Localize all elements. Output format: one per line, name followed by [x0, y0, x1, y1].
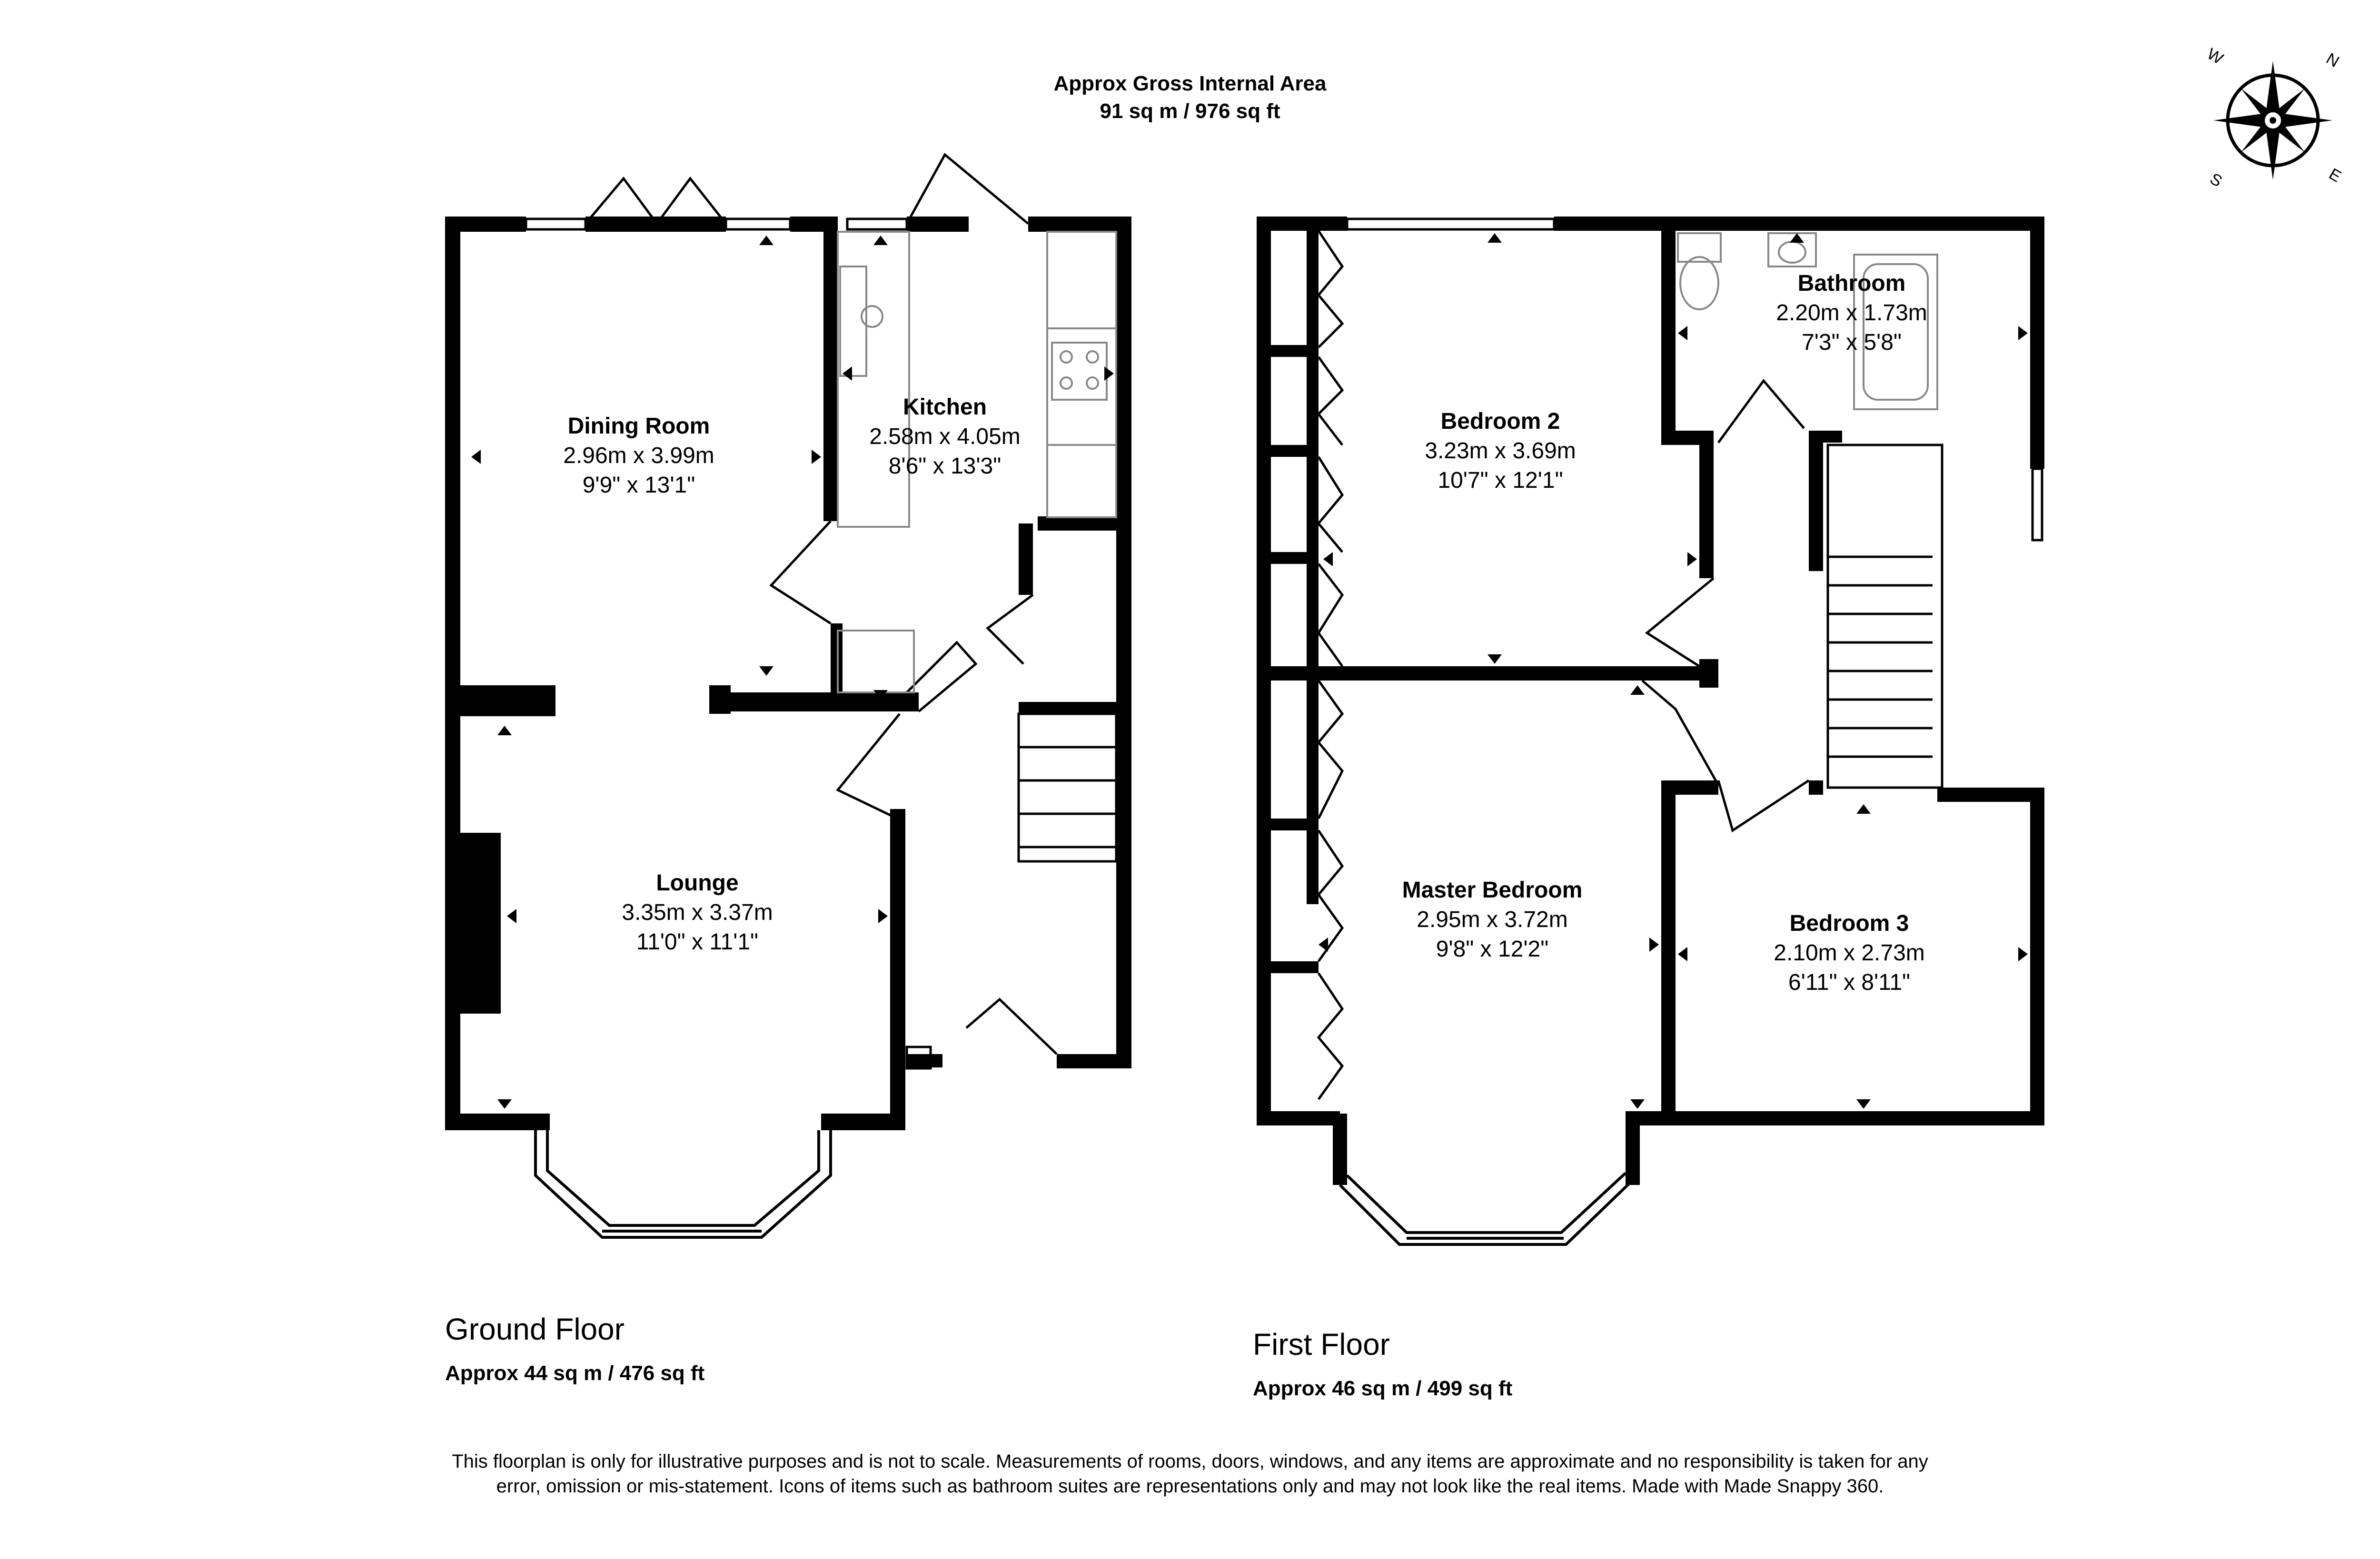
ground-floor-title: Ground Floor: [445, 1312, 625, 1346]
room-imperial: 6'11" x 8'11": [1788, 970, 1911, 995]
room-name: Dining Room: [567, 414, 710, 439]
room-name: Bedroom 3: [1789, 911, 1909, 936]
room-name: Bedroom 2: [1440, 409, 1560, 434]
room-bedroom-2: Bedroom 2 3.23m x 3.69m 10'7" x 12'1": [1425, 407, 1576, 495]
ground-dimension-arrows: [471, 236, 1114, 1109]
room-metric: 3.23m x 3.69m: [1425, 438, 1576, 464]
first-floor-title: First Floor: [1253, 1327, 1390, 1362]
room-metric: 2.10m x 2.73m: [1774, 940, 1925, 966]
room-master-bedroom: Master Bedroom 2.95m x 3.72m 9'8" x 12'2…: [1402, 876, 1583, 964]
ground-floor-walls: [445, 217, 1131, 1130]
room-metric: 2.95m x 3.72m: [1417, 907, 1568, 932]
gross-area-value: 91 sq m / 976 sq ft: [1100, 99, 1280, 123]
room-name: Kitchen: [902, 395, 987, 420]
ground-doors: [585, 153, 1058, 1055]
disclaimer-text: This floorplan is only for illustrative …: [452, 1451, 1928, 1497]
room-imperial: 8'6" x 13'3": [888, 454, 1002, 479]
room-bedroom-3: Bedroom 3 2.10m x 2.73m 6'11" x 8'11": [1774, 909, 1924, 997]
first-floor-walls: [1257, 217, 2044, 1185]
room-name: Master Bedroom: [1402, 878, 1583, 903]
room-imperial: 9'8" x 12'2": [1436, 937, 1549, 962]
ground-floor-area: Approx 44 sq m / 476 sq ft: [445, 1362, 705, 1385]
ground-stairs: [1017, 712, 1118, 863]
room-bathroom: Bathroom 2.20m x 1.73m 7'3" x 5'8": [1776, 269, 1927, 357]
room-metric: 2.58m x 4.05m: [869, 424, 1021, 449]
ground-bay-window: [534, 1130, 832, 1239]
first-dimension-arrows: [1319, 233, 2028, 1109]
room-imperial: 10'7" x 12'1": [1438, 468, 1563, 493]
room-metric: 3.35m x 3.37m: [622, 900, 773, 925]
room-imperial: 9'9" x 13'1": [582, 473, 695, 498]
first-floor-area: Approx 46 sq m / 499 sq ft: [1253, 1377, 1513, 1400]
room-name: Lounge: [656, 870, 739, 896]
room-name: Bathroom: [1797, 271, 1906, 296]
room-lounge: Lounge 3.35m x 3.37m 11'0" x 11'1": [622, 868, 773, 957]
first-stairs: [1826, 444, 1944, 789]
room-metric: 2.20m x 1.73m: [1776, 300, 1927, 326]
first-bay-window: [1339, 1172, 1634, 1246]
gross-area-title: Approx Gross Internal Area: [1053, 72, 1327, 95]
first-windows: [1346, 217, 2043, 1125]
room-dining: Dining Room 2.96m x 3.99m 9'9" x 13'1": [563, 412, 714, 500]
first-doors: [1641, 378, 1810, 832]
room-metric: 2.96m x 3.99m: [563, 443, 714, 468]
room-imperial: 7'3" x 5'8": [1802, 330, 1902, 355]
ground-windows: [525, 217, 932, 1070]
wardrobe-doors: [1317, 230, 1344, 1100]
compass-icon: N E S W: [2204, 45, 2344, 191]
room-kitchen: Kitchen 2.58m x 4.05m 8'6" x 13'3": [869, 393, 1020, 481]
room-imperial: 11'0" x 11'1": [636, 929, 759, 955]
